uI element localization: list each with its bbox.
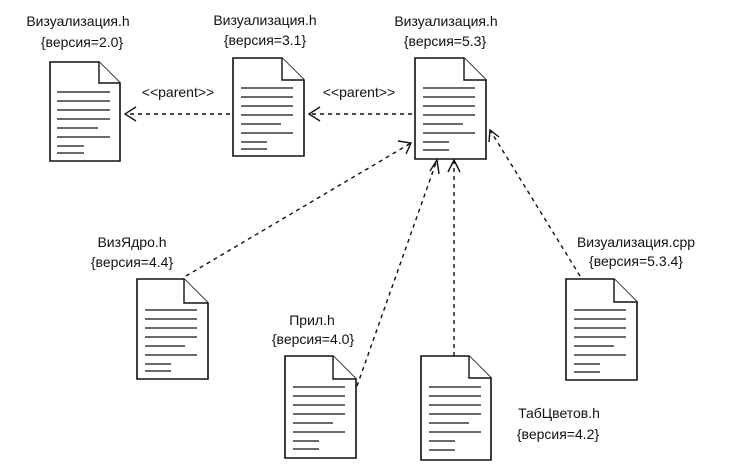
component-node: ВизЯдро.h {версия=4.4} [91, 234, 209, 380]
edge-app-to-viz53 [356, 158, 440, 387]
component-node: Прил.h {версия=4.0} [272, 312, 357, 459]
document-icon [284, 355, 357, 459]
component-name: Визуализация.h [213, 12, 316, 28]
document-icon [232, 57, 305, 157]
component-node: Визуализация.h {версия=3.1} [213, 12, 317, 157]
document-icon [565, 278, 638, 381]
component-node: Визуализация.cpp {версия=5.3.4} [565, 234, 695, 381]
edge-colors-to-viz53 [447, 158, 461, 356]
edge-stereotype-label: <<parent>> [323, 84, 395, 100]
component-name: ВизЯдро.h [97, 234, 166, 250]
edge-viz53-to-viz31: <<parent>> [307, 84, 412, 122]
dependency-edges: <<parent>> <<parent>> [123, 84, 581, 387]
component-version: {версия=3.1} [224, 32, 307, 48]
component-name: Визуализация.cpp [577, 234, 695, 250]
document-icon [414, 57, 487, 160]
component-name: Визуализация.h [26, 13, 129, 29]
edge-stereotype-label: <<parent>> [142, 84, 214, 100]
component-node: Визуализация.h {версия=5.3} [394, 13, 498, 160]
component-name: Прил.h [289, 312, 335, 328]
component-name: Визуализация.h [394, 13, 497, 29]
component-version: {версия=2.0} [41, 34, 124, 50]
edge-vizcpp-to-viz53 [488, 128, 581, 277]
component-version: {версия=4.0} [272, 331, 355, 347]
document-icon [136, 278, 209, 380]
component-name: ТабЦветов.h [518, 405, 600, 421]
document-icon [420, 355, 492, 461]
component-version: {версия=5.3} [404, 33, 487, 49]
component-node: Визуализация.h {версия=2.0} [26, 13, 130, 162]
component-version: {версия=4.4} [91, 254, 174, 270]
component-version: {версия=4.2} [517, 426, 600, 442]
component-version: {версия=5.3.4} [589, 253, 683, 269]
edge-core-to-viz53 [185, 140, 413, 277]
edge-viz31-to-viz20: <<parent>> [123, 84, 230, 122]
component-node: ТабЦветов.h {версия=4.2} [420, 355, 600, 461]
document-icon [49, 61, 121, 162]
